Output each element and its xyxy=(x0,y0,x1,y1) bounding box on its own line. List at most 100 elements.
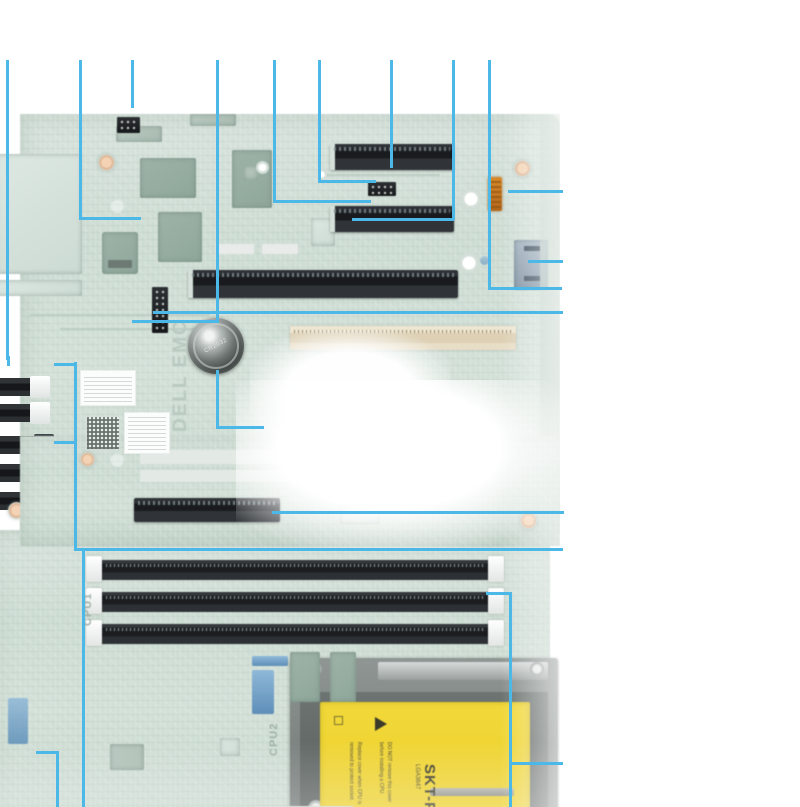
blue-handle-mid xyxy=(398,448,420,476)
leader-line-17-h xyxy=(79,217,141,220)
chip-vrm-3 xyxy=(110,744,144,770)
leader-line-23-v xyxy=(452,60,455,220)
standoff-3 xyxy=(460,188,482,210)
leader-line-24-v xyxy=(488,60,491,290)
screw-hole-1 xyxy=(98,154,115,171)
internal-usb-port xyxy=(108,260,132,268)
chip-vrm-4 xyxy=(220,738,240,756)
dimm-slot-a3 xyxy=(100,624,492,644)
leader-line-21-v xyxy=(318,60,321,183)
cpu-cover-warning-3: Replace cover when CPU is xyxy=(356,742,362,805)
chip-mid-1 xyxy=(340,506,380,524)
pcie-slot-x16 xyxy=(188,270,458,298)
blue-clip-1 xyxy=(252,656,288,666)
trace-a xyxy=(30,314,210,316)
leader-line-dimm-bank xyxy=(74,548,563,551)
cable-latch-1 xyxy=(30,376,50,398)
leader-line-bottom-right-h2 xyxy=(509,762,563,765)
standoff-1 xyxy=(256,161,269,174)
silk-pad-mid-2 xyxy=(140,470,310,482)
cpu-cover-warning-1: DO NOT remove this cover xyxy=(386,742,392,803)
crop-mask-right xyxy=(560,0,800,807)
leader-line-bottom-right-h1 xyxy=(486,592,511,595)
cpu-cover-slot xyxy=(430,788,514,796)
idsdm-slot-top xyxy=(524,246,540,251)
pcie-slot-mid-x8 xyxy=(134,498,280,522)
callout-number-24: 24 xyxy=(473,25,505,55)
leader-line-bottom-right-v xyxy=(509,592,512,807)
riser-connector-tan xyxy=(290,326,516,350)
leader-line-gray-con xyxy=(528,260,563,263)
dimm-latch-a2-left xyxy=(86,588,102,614)
callout-number-16: 16 xyxy=(0,24,28,54)
system-battery-cr2032: CR2032 xyxy=(188,318,244,374)
callout-number-17: 17 xyxy=(70,24,102,54)
dimm-slot-a1 xyxy=(100,560,492,580)
leader-line-mid-slot xyxy=(272,511,564,514)
silk-cpu2: CPU2 xyxy=(268,722,280,756)
leader-line-left-stub xyxy=(7,356,10,366)
battery-ring xyxy=(193,323,239,369)
chip-small-b xyxy=(190,114,236,126)
silk-pad-b xyxy=(262,244,298,254)
leader-line-battery-top xyxy=(153,311,563,314)
callout-number-22: 22 xyxy=(380,24,412,54)
sticker-lines-2 xyxy=(128,416,166,450)
trace-b xyxy=(60,328,200,330)
silk-brand: DELL EMC xyxy=(170,319,191,432)
screw-hole-mid xyxy=(80,452,95,467)
leader-line-19-v xyxy=(216,60,219,322)
idsdm-slot-bottom xyxy=(524,276,540,281)
leader-line-23-h xyxy=(352,218,454,221)
leader-line-orange-con xyxy=(508,190,563,193)
leader-line-21-h xyxy=(318,180,376,183)
cpu-cover-warning-2: before installing a CPU. xyxy=(378,742,384,795)
cpu-cover-warning-triangle xyxy=(375,717,387,731)
chip-controller xyxy=(158,212,202,262)
dimm-latch-a1-left xyxy=(86,556,102,582)
cpu-screw-tr xyxy=(530,662,544,676)
chip-southbridge xyxy=(140,158,196,198)
leader-line-bottom-left-h xyxy=(36,751,58,754)
leader-line-20-v xyxy=(273,60,276,202)
chip-vrm-1 xyxy=(290,652,320,702)
service-sticker-2 xyxy=(124,412,170,454)
screw-hole-mid-2 xyxy=(520,512,537,529)
blue-clip-2 xyxy=(252,670,274,714)
callout-number-18: 18 xyxy=(121,24,153,54)
front-panel-header xyxy=(152,287,168,333)
callout-number-19: 19 xyxy=(206,24,238,54)
leader-line-24-h xyxy=(488,287,562,290)
trace-c xyxy=(320,174,440,176)
leader-line-left-bus-2-h xyxy=(54,441,76,444)
leader-line-battery-v xyxy=(216,370,219,428)
silk-pad-a xyxy=(216,244,254,254)
leader-line-bottom-left-v xyxy=(56,751,59,807)
standoff-2 xyxy=(316,169,327,180)
cable-latch-2 xyxy=(30,402,50,424)
leader-line-battery-h xyxy=(216,426,264,429)
cable-connector-1 xyxy=(0,376,50,398)
serial-connector-orange xyxy=(488,177,502,211)
chip-bmc-die xyxy=(244,166,258,180)
leader-line-20-h xyxy=(273,200,371,203)
callout-number-21: 21 xyxy=(307,24,339,54)
cpu-retention-bar xyxy=(378,662,548,680)
cpu-screw-bl xyxy=(308,800,324,807)
blue-clip-3 xyxy=(8,698,28,744)
cpu-cover-mark xyxy=(334,716,343,725)
callout-number-20: 20 xyxy=(263,24,295,54)
small-header-between-slots xyxy=(368,182,396,196)
leader-line-16 xyxy=(6,60,9,360)
service-sticker-1 xyxy=(80,370,136,406)
system-board-mid xyxy=(20,436,560,546)
shield-block-left xyxy=(0,154,82,274)
cpu-socket-cover: SKT-P LGA3647 DO NOT remove this cover b… xyxy=(320,702,530,807)
crop-mask-top xyxy=(0,0,800,110)
leader-line-18 xyxy=(131,60,134,108)
chip-vrm-2 xyxy=(330,652,356,702)
qr-code-sticker xyxy=(86,416,120,450)
leader-line-left-bus-1-h xyxy=(54,363,76,366)
dimm-latch-a3-right xyxy=(488,620,504,646)
